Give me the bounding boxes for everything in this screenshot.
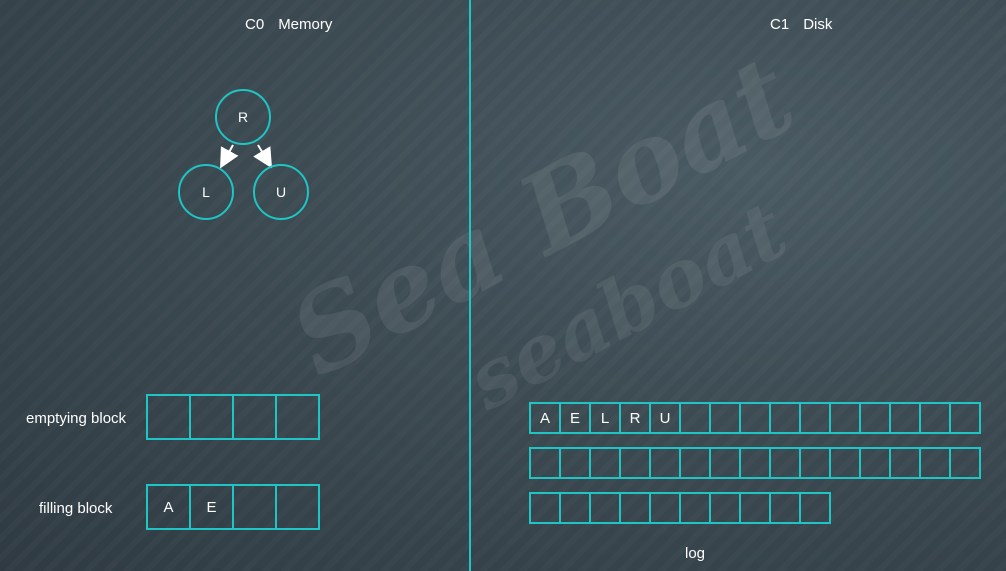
disk-log-cell: E [559, 402, 591, 434]
filling-block-label: filling block [39, 500, 113, 517]
disk-log-cell [769, 447, 801, 479]
edge-root-to-right [253, 144, 273, 169]
disk-log-cell: U [649, 402, 681, 434]
disk-log-cell [739, 402, 771, 434]
disk-log-cell [679, 492, 711, 524]
filling-block-cell: E [189, 484, 234, 530]
filling-block-cell [232, 484, 277, 530]
disk-log-cell [709, 402, 741, 434]
disk-log-cell [859, 402, 891, 434]
disk-log-cell [769, 492, 801, 524]
watermark-line-1: Sea Boat [270, 31, 814, 402]
tree-node-left: L [178, 164, 234, 220]
tree-node-root: R [215, 89, 271, 145]
disk-log-cell [799, 492, 831, 524]
filling-block-cell: A [146, 484, 191, 530]
filling-block-cell [275, 484, 320, 530]
disk-log-cell: R [619, 402, 651, 434]
disk-log-cell [589, 447, 621, 479]
emptying-block-cell [232, 394, 277, 440]
disk-log-cell [559, 492, 591, 524]
disk-log-cell [709, 447, 741, 479]
disk-log-cell [769, 402, 801, 434]
disk-log-cell [949, 402, 981, 434]
emptying-block-label: emptying block [26, 410, 127, 427]
emptying-block-cell [189, 394, 234, 440]
disk-log-cell [799, 402, 831, 434]
disk-log-cell [739, 492, 771, 524]
disk-panel-id: C1 [770, 16, 790, 33]
disk-log-cell [529, 447, 561, 479]
disk-log-cell [889, 402, 921, 434]
disk-log-cell [679, 402, 711, 434]
disk-log-cell [649, 447, 681, 479]
disk-log-cell [619, 492, 651, 524]
emptying-block [146, 394, 320, 440]
disk-log-row-3 [529, 492, 831, 524]
disk-log-cell [619, 447, 651, 479]
panel-divider [469, 0, 471, 571]
log-label: log [685, 545, 706, 562]
disk-log-cell [919, 447, 951, 479]
disk-log-cell [679, 447, 711, 479]
disk-log-cell [919, 402, 951, 434]
disk-log-cell [559, 447, 591, 479]
disk-log-cell [709, 492, 741, 524]
disk-log-cell [799, 447, 831, 479]
disk-panel-title: C1 Disk [770, 16, 832, 33]
memory-panel-id: C0 [245, 16, 265, 33]
disk-log-cell: A [529, 402, 561, 434]
disk-log-cell [589, 492, 621, 524]
disk-log-cell [859, 447, 891, 479]
disk-log-cell [739, 447, 771, 479]
memory-panel-title: C0 Memory [245, 16, 332, 33]
tree-node-right: U [253, 164, 309, 220]
disk-log-cell [889, 447, 921, 479]
disk-panel-name: Disk [803, 16, 833, 33]
disk-log-cell [649, 492, 681, 524]
emptying-block-cell [275, 394, 320, 440]
watermark-line-2: seaboat [451, 183, 801, 429]
disk-log-cell [829, 447, 861, 479]
emptying-block-cell [146, 394, 191, 440]
disk-log-row-2 [529, 447, 981, 479]
memory-panel-name: Memory [278, 16, 333, 33]
disk-log-cell [529, 492, 561, 524]
disk-log-cell [829, 402, 861, 434]
disk-log-cell: L [589, 402, 621, 434]
disk-log-cell [949, 447, 981, 479]
edge-root-to-left [220, 144, 239, 169]
